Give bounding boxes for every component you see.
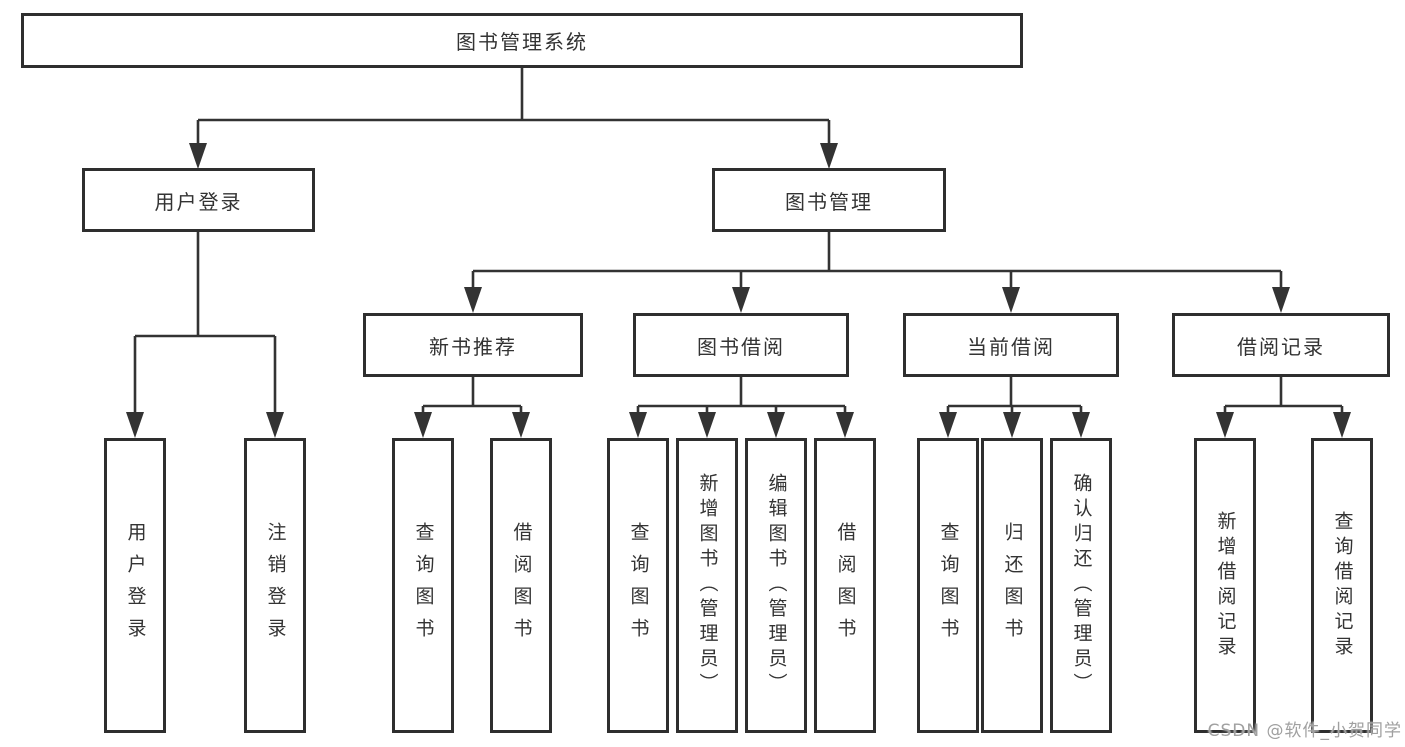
leaf-user-login-label: 用户登录 (124, 521, 147, 650)
leaf-add-books-admin-label: 新增图书（管理员） (696, 473, 719, 698)
leaf-query-borrow-record-label: 查询借阅记录 (1331, 510, 1354, 661)
node-book-management-label: 图书管理 (785, 189, 873, 214)
node-book-borrow: 图书借阅 (633, 313, 849, 377)
node-user-login: 用户登录 (82, 168, 315, 232)
node-current-borrow-label: 当前借阅 (967, 334, 1055, 359)
leaf-borrow-books-label: 借阅图书 (834, 521, 857, 650)
node-root: 图书管理系统 (21, 13, 1023, 68)
leaf-borrow-books-newbook-label: 借阅图书 (510, 521, 533, 650)
node-borrow-records-label: 借阅记录 (1237, 334, 1325, 359)
leaf-borrow-books: 借阅图书 (814, 438, 876, 733)
leaf-edit-books-admin-label: 编辑图书（管理员） (765, 473, 788, 698)
leaf-query-books-current-label: 查询图书 (937, 521, 960, 650)
node-book-management: 图书管理 (712, 168, 946, 232)
node-new-book-recommend: 新书推荐 (363, 313, 583, 377)
leaf-return-books-label: 归还图书 (1001, 521, 1024, 650)
leaf-logout-label: 注销登录 (264, 521, 287, 650)
leaf-query-books-borrow-label: 查询图书 (627, 521, 650, 650)
leaf-query-books-borrow: 查询图书 (607, 438, 669, 733)
node-book-borrow-label: 图书借阅 (697, 334, 785, 359)
leaf-confirm-return-admin: 确认归还（管理员） (1050, 438, 1112, 733)
leaf-add-borrow-record-label: 新增借阅记录 (1214, 510, 1237, 661)
leaf-query-books-newbook-label: 查询图书 (412, 521, 435, 650)
leaf-add-borrow-record: 新增借阅记录 (1194, 438, 1256, 733)
leaf-add-books-admin: 新增图书（管理员） (676, 438, 738, 733)
node-borrow-records: 借阅记录 (1172, 313, 1390, 377)
leaf-return-books: 归还图书 (981, 438, 1043, 733)
leaf-query-books-current: 查询图书 (917, 438, 979, 733)
watermark: CSDN @软件_小贺同学 (1207, 721, 1402, 741)
leaf-borrow-books-newbook: 借阅图书 (490, 438, 552, 733)
node-current-borrow: 当前借阅 (903, 313, 1119, 377)
node-root-label: 图书管理系统 (456, 30, 588, 54)
leaf-logout: 注销登录 (244, 438, 306, 733)
node-new-book-recommend-label: 新书推荐 (429, 334, 517, 359)
leaf-confirm-return-admin-label: 确认归还（管理员） (1070, 473, 1093, 698)
leaf-edit-books-admin: 编辑图书（管理员） (745, 438, 807, 733)
node-user-login-label: 用户登录 (154, 189, 243, 214)
leaf-query-borrow-record: 查询借阅记录 (1311, 438, 1373, 733)
leaf-user-login: 用户登录 (104, 438, 166, 733)
leaf-query-books-newbook: 查询图书 (392, 438, 454, 733)
